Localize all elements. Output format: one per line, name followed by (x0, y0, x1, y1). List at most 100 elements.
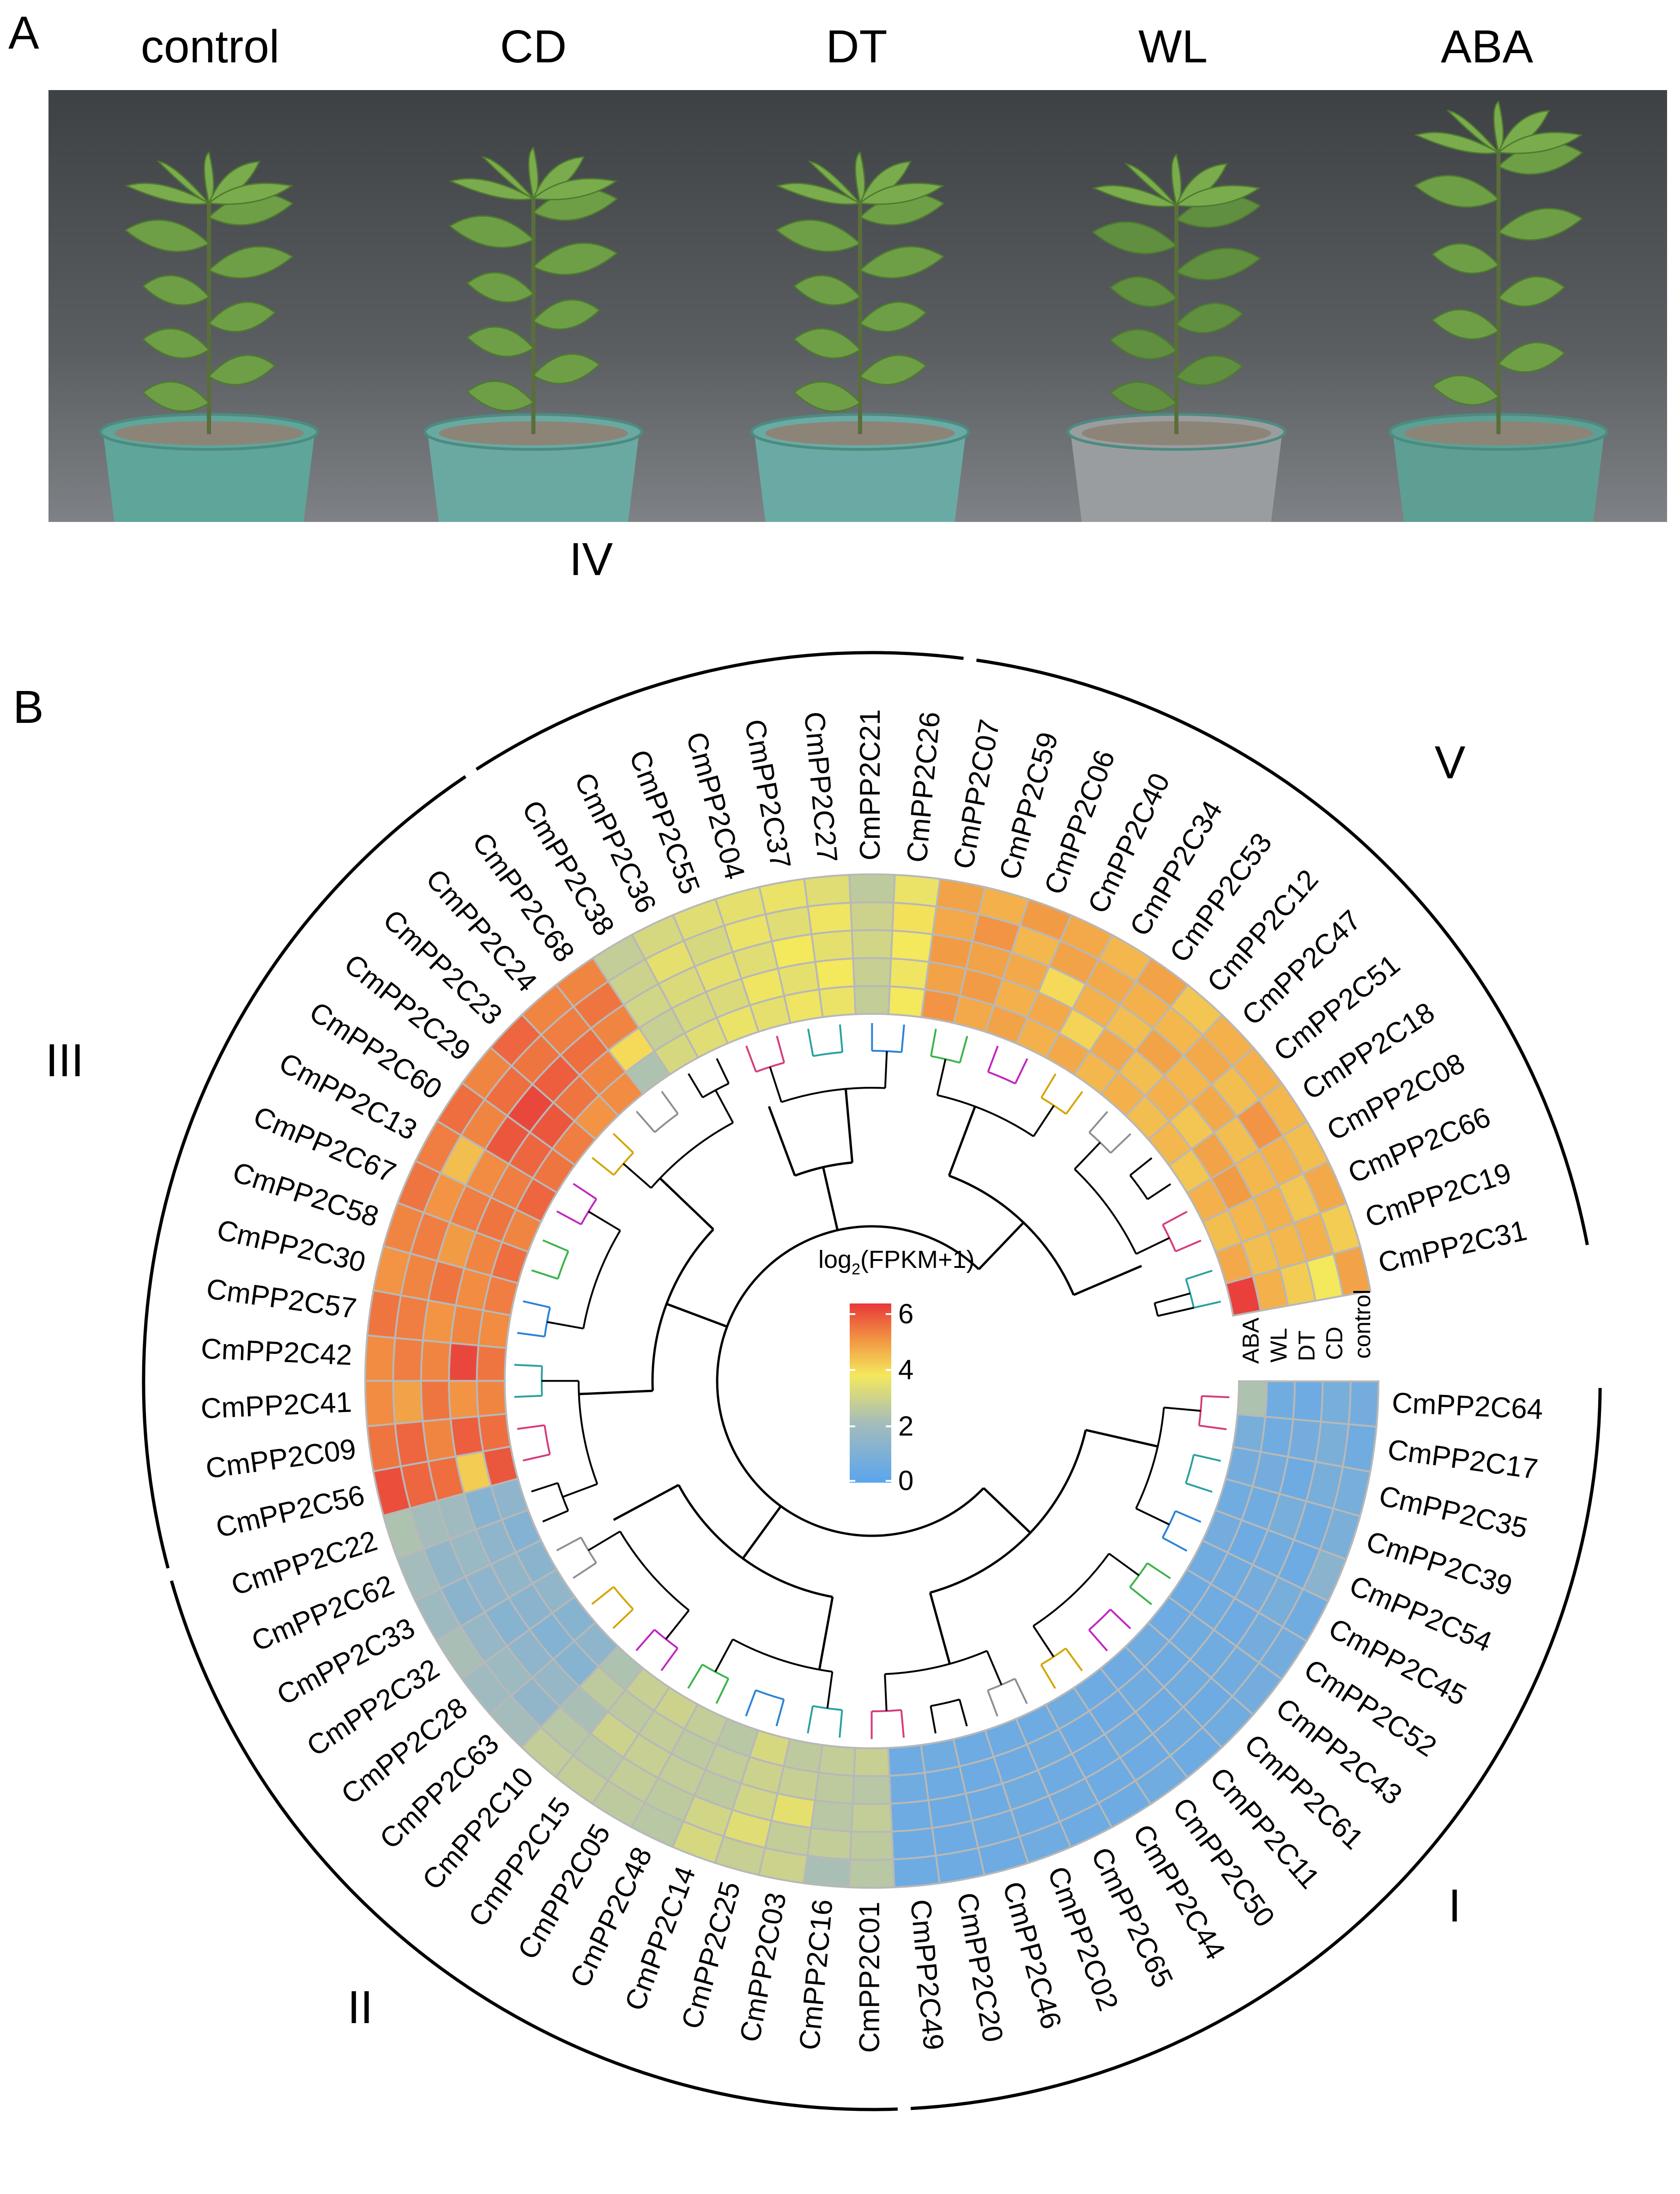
tree-branch (1033, 1553, 1110, 1627)
heatmap-cell (364, 1334, 396, 1382)
tree-branch (542, 1509, 569, 1523)
tree-branch (769, 1067, 782, 1103)
gene-label: CmPP2C21 (854, 709, 886, 861)
tree-branch (659, 1177, 714, 1230)
ring-label-ABA: ABA (1238, 1317, 1264, 1364)
tree-branch (884, 1674, 888, 1711)
seedling-photo-DT (697, 90, 1023, 522)
tree-branch (930, 1029, 937, 1056)
tree-branch (1199, 1424, 1227, 1430)
tree-branch (714, 1090, 734, 1123)
tree-branch (872, 1050, 902, 1053)
group-arc-II (169, 1580, 898, 2111)
tree-branch (666, 1303, 728, 1328)
tree-branch (1154, 1303, 1159, 1316)
ring-label-WL: WL (1266, 1328, 1292, 1363)
tree-branch (983, 1487, 1031, 1534)
tree-branch (582, 1230, 621, 1329)
tree-branch (517, 1424, 545, 1430)
tree-branch (660, 1648, 679, 1671)
tree-branch (635, 1110, 656, 1133)
heatmap-cell (853, 1747, 891, 1777)
heatmap-cell (851, 929, 894, 960)
heatmap-cell (803, 873, 852, 908)
tree-branch (572, 1562, 597, 1579)
tree-branch (702, 1082, 729, 1098)
heatmap-cell (890, 929, 934, 963)
heatmap-cell (810, 1799, 854, 1833)
ring-label-CD: CD (1322, 1327, 1348, 1360)
tree-branch (635, 1629, 655, 1651)
tree-branch (1014, 1678, 1028, 1704)
tree-branch (767, 1106, 796, 1176)
tree-branch (885, 1650, 988, 1675)
tree-branch (716, 1326, 985, 1537)
gene-label: CmPP2C17 (1386, 1434, 1540, 1485)
tree-branch (781, 1087, 885, 1103)
tree-branch (557, 1250, 569, 1279)
tree-branch (775, 1699, 785, 1727)
tree-branch (986, 1650, 1003, 1685)
tree-branch (544, 1425, 551, 1455)
photo-label-wl: WL (1138, 21, 1208, 73)
gene-label: CmPP2C37 (738, 717, 797, 871)
tree-branch (1073, 1265, 1142, 1296)
tree-branch (1136, 1508, 1170, 1526)
tree-branch (547, 1321, 584, 1330)
heatmap-cell (848, 1858, 895, 1889)
tree-branch (577, 1381, 598, 1485)
tree-branch (1193, 1300, 1221, 1309)
tree-branch (531, 1269, 558, 1280)
gene-label: CmPP2C41 (200, 1386, 352, 1424)
tree-branch (1185, 1269, 1213, 1280)
heatmap-cell (1292, 1380, 1324, 1423)
tree-branch (612, 1133, 634, 1154)
seedling-photo-control (48, 90, 369, 522)
heatmap-cell (392, 1380, 424, 1425)
tree-branch (556, 1210, 582, 1225)
tree-branch (1147, 1562, 1171, 1579)
tree-branch (930, 1706, 937, 1733)
tree-branch (1154, 1292, 1191, 1304)
tree-branch (1074, 1168, 1137, 1255)
seedling-photo-strip (48, 90, 1667, 522)
tree-branch (987, 1678, 1015, 1691)
gene-label: CmPP2C42 (200, 1333, 353, 1371)
tree-branch (613, 1152, 634, 1176)
heatmap-cell (814, 1771, 855, 1805)
tree-branch (613, 1484, 679, 1521)
gene-label: CmPP2C64 (1391, 1387, 1544, 1426)
legend-title: log2(FPKM+1) (818, 1246, 975, 1278)
tree-branch (1110, 1133, 1131, 1154)
photo-label-dt: DT (826, 21, 887, 73)
tree-branch (612, 1608, 634, 1629)
tree-branch (732, 1638, 833, 1673)
tree-branch (818, 1596, 834, 1670)
legend-tick-2: 2 (898, 1411, 913, 1442)
tree-branch (1074, 1142, 1101, 1170)
heatmap-cell (477, 1412, 512, 1453)
seedling-photo-WL (1023, 90, 1330, 522)
tree-branch (978, 1222, 1025, 1270)
tree-branch (1065, 1091, 1083, 1115)
heatmap-cell (853, 985, 891, 1015)
panel-a-label: A (8, 7, 39, 59)
tree-branch (1161, 1510, 1177, 1539)
heatmap-cell (392, 1337, 424, 1382)
tree-branch (1032, 1625, 1055, 1658)
tree-branch (812, 1705, 842, 1711)
gene-label: CmPP2C26 (901, 710, 946, 864)
tree-branch (556, 1536, 582, 1552)
tree-branch (716, 1058, 730, 1084)
panel-b-label: B (13, 681, 44, 733)
group-label-V: V (1435, 737, 1466, 788)
tree-branch (1185, 1482, 1213, 1493)
group-arc-I (910, 1388, 1602, 2110)
tree-branch (1129, 1586, 1152, 1606)
group-label-I: I (1448, 1880, 1461, 1932)
heatmap-cell (448, 1380, 480, 1420)
heatmap-cell (1264, 1380, 1296, 1420)
tree-branch (987, 1045, 999, 1073)
